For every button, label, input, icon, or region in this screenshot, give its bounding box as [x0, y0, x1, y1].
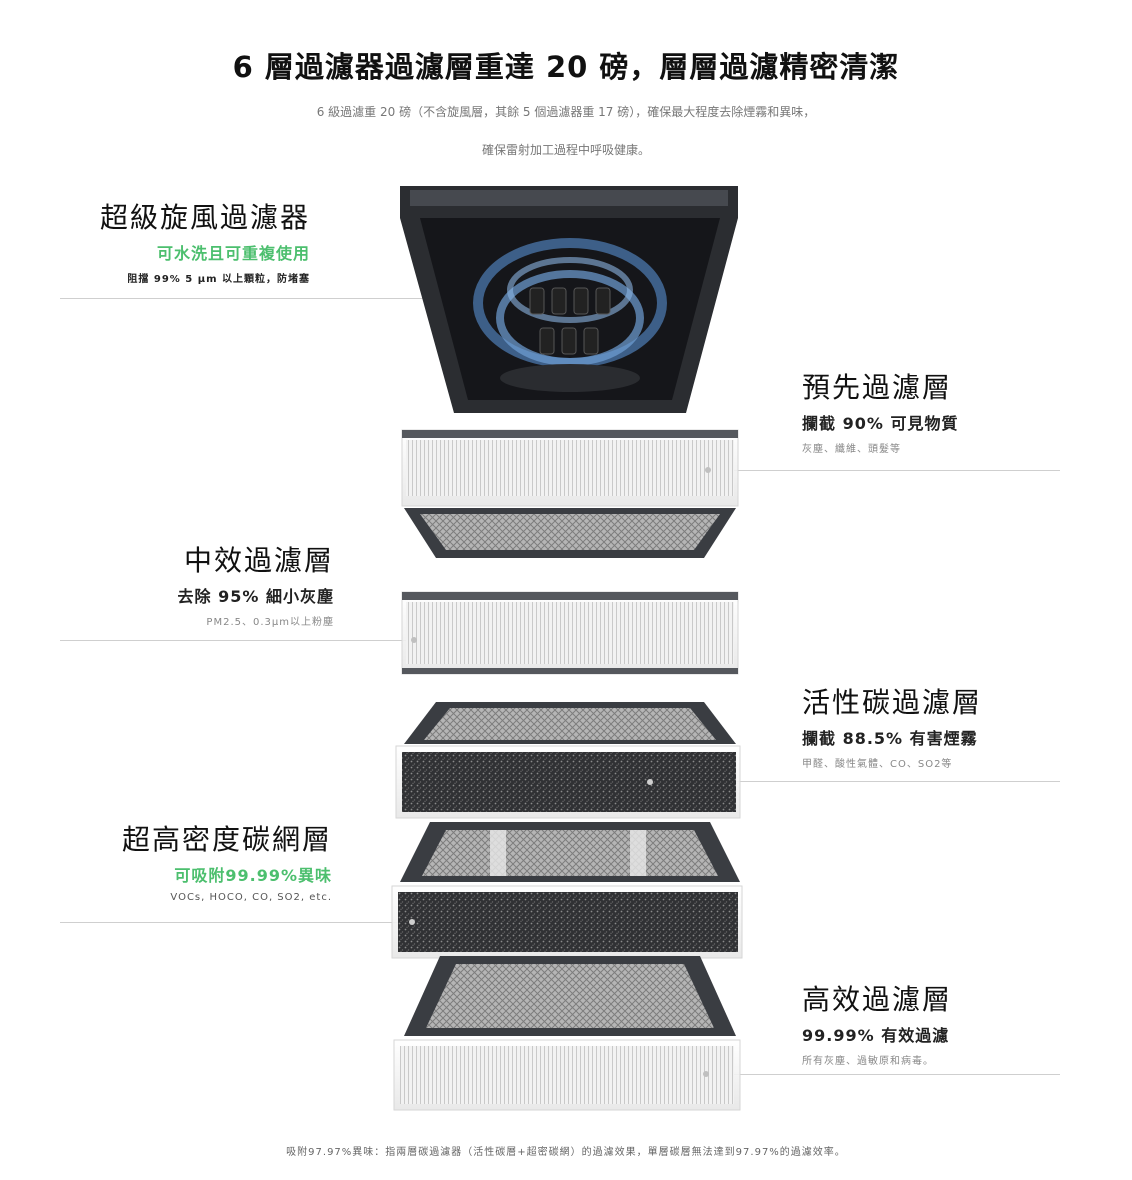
cyclone-filter-graphic — [400, 186, 738, 413]
label-pre: 預先過濾層 攔截 90% 可見物質 灰塵、纖維、頭髮等 — [802, 366, 1062, 455]
label-cyclone-name: 超級旋風過濾器 — [99, 201, 310, 234]
label-carbon: 活性碳過濾層 攔截 88.5% 有害煙霧 甲醛、酸性氣體、CO、SO2等 — [802, 681, 1062, 770]
label-hepa-highlight: 99.99% 有效過濾 — [802, 1026, 950, 1045]
pre-filter-graphic — [401, 429, 739, 507]
leader-pre — [706, 470, 1060, 471]
page-title: 6 層過濾器過濾層重達 20 磅，層層過濾精密清潔 — [232, 50, 900, 84]
hepa-filter-graphic — [393, 956, 741, 1111]
subtitle-line-2: 確保雷射加工過程中呼吸健康。 — [481, 143, 650, 157]
label-medium-name: 中效過濾層 — [183, 544, 334, 577]
footnote: 吸附97.97%異味：指兩層碳過濾器（活性碳層+超密碳網）的過濾效果，單層碳層無… — [286, 1147, 846, 1158]
label-cyclone-highlight: 可水洗且可重複使用 — [156, 244, 310, 263]
label-medium-highlight: 去除 95% 細小灰塵 — [177, 587, 334, 606]
label-carbon-highlight: 攔截 88.5% 有害煙霧 — [802, 729, 978, 748]
dense-carbon-filter-graphic — [391, 822, 743, 959]
label-pre-highlight: 攔截 90% 可見物質 — [802, 414, 959, 433]
carbon-filter-graphic — [395, 702, 741, 819]
label-dense-carbon-detail: VOCs, HOCO, CO, SO2, etc. — [170, 892, 332, 903]
label-cyclone-detail: 阻擋 99% 5 µm 以上顆粒，防堵塞 — [127, 274, 310, 285]
filter-stack-illustration — [391, 186, 743, 1111]
medium-filter-graphic — [401, 591, 739, 675]
leader-carbon — [652, 781, 1060, 782]
leader-hepa — [706, 1074, 1060, 1075]
label-hepa-detail: 所有灰塵、過敏原和病毒。 — [802, 1056, 934, 1067]
label-dense-carbon-name: 超高密度碳網層 — [121, 823, 332, 856]
label-cyclone: 超級旋風過濾器 可水洗且可重複使用 阻擋 99% 5 µm 以上顆粒，防堵塞 — [60, 196, 310, 285]
label-dense-carbon-highlight: 可吸附99.99%異味 — [174, 866, 332, 885]
label-medium: 中效過濾層 去除 95% 細小灰塵 PM2.5、0.3µm以上粉塵 — [80, 539, 334, 628]
leader-dense-carbon — [60, 922, 412, 923]
label-hepa: 高效過濾層 99.99% 有效過濾 所有灰塵、過敏原和病毒。 — [802, 978, 1062, 1067]
label-hepa-name: 高效過濾層 — [802, 983, 953, 1016]
label-pre-name: 預先過濾層 — [802, 371, 953, 404]
pre-filter-frame-graphic — [404, 508, 736, 558]
label-carbon-name: 活性碳過濾層 — [802, 686, 983, 719]
leader-cyclone — [60, 298, 425, 299]
leader-medium — [60, 640, 412, 641]
label-pre-detail: 灰塵、纖維、頭髮等 — [802, 444, 901, 455]
label-medium-detail: PM2.5、0.3µm以上粉塵 — [206, 617, 334, 628]
subtitle-line-1: 6 級過濾重 20 磅（不含旋風層，其餘 5 個過濾器重 17 磅），確保最大程… — [316, 105, 816, 119]
label-dense-carbon: 超高密度碳網層 可吸附99.99%異味 VOCs, HOCO, CO, SO2,… — [60, 818, 332, 903]
label-carbon-detail: 甲醛、酸性氣體、CO、SO2等 — [802, 759, 953, 770]
